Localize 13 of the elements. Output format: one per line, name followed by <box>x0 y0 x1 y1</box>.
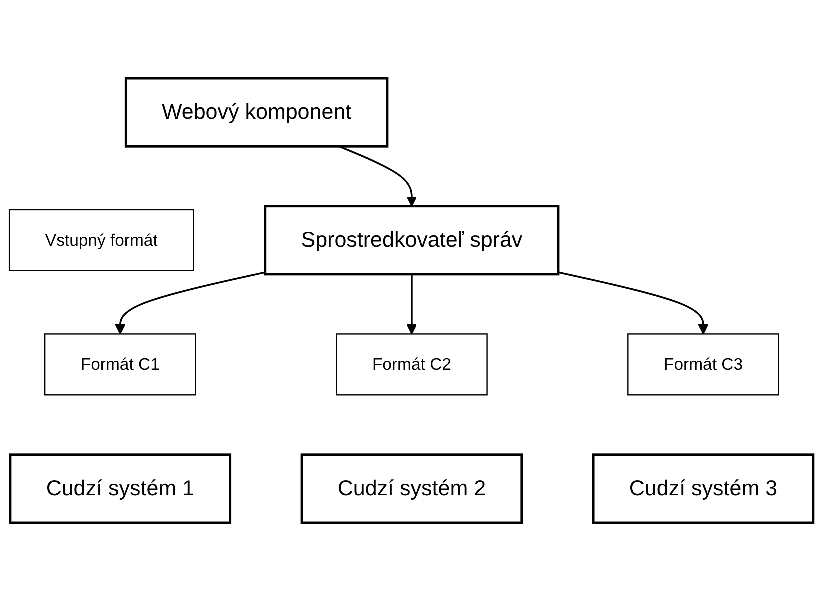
node-box: Cudzí systém 3 <box>592 453 815 524</box>
arrow <box>115 271 266 334</box>
node-box: Webový komponent <box>124 77 389 148</box>
node-box: Cudzí systém 1 <box>9 453 232 524</box>
node-box: Formát C3 <box>628 333 780 396</box>
node-box: Formát C2 <box>336 333 488 396</box>
arrow <box>406 274 418 334</box>
node-box: Cudzí systém 2 <box>300 453 524 524</box>
arrow <box>558 271 709 334</box>
node-box: Formát C1 <box>44 333 196 396</box>
node-box: Sprostredkovateľ správ <box>264 204 560 276</box>
arrow <box>339 146 418 207</box>
node-box: Vstupný formát <box>8 209 194 272</box>
